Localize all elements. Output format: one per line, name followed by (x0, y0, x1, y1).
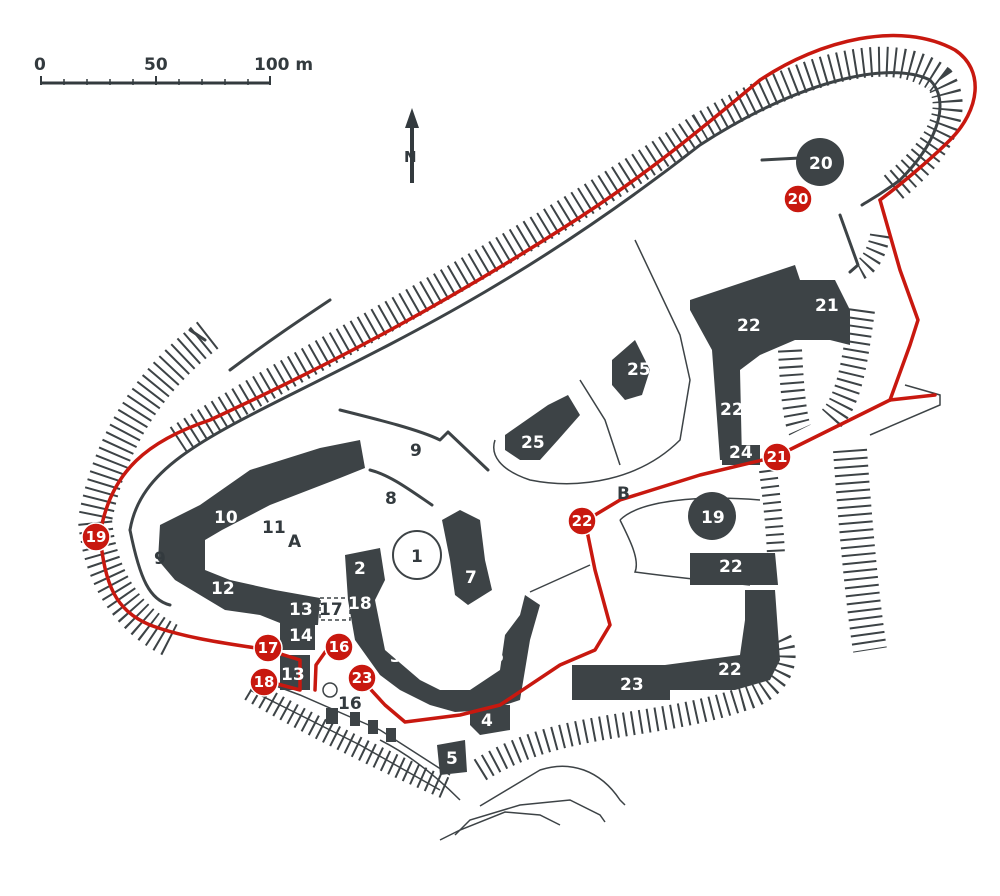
scale-label-0: 0 (34, 55, 46, 75)
outer-walls (128, 71, 942, 607)
route-stops: 16 17 18 19 20 21 22 23 (81, 184, 813, 697)
label-22-mid: 22 (719, 557, 743, 577)
north-arrow-icon: N (404, 108, 419, 183)
label-B: B (617, 484, 630, 504)
label-9-north: 9 (410, 441, 422, 461)
label-22-south: 22 (718, 660, 742, 680)
label-6: 6 (492, 647, 504, 667)
label-11: 11 (262, 518, 286, 538)
buildings (158, 138, 850, 775)
svg-text:20: 20 (788, 190, 809, 208)
label-24: 24 (729, 443, 753, 463)
label-18: 18 (348, 594, 372, 614)
label-22-north: 22 (737, 316, 761, 336)
slope-hatching-north (169, 46, 963, 453)
route-stop-16[interactable]: 16 (324, 632, 354, 662)
svg-text:18: 18 (254, 673, 275, 691)
label-12: 12 (211, 579, 235, 599)
label-25-west: 25 (521, 433, 545, 453)
route-stop-23[interactable]: 23 (347, 663, 377, 693)
label-9-west: 9 (154, 549, 166, 569)
label-2: 2 (354, 559, 366, 579)
pillar-1 (350, 712, 360, 726)
slope-hatching-south (244, 634, 796, 801)
svg-text:21: 21 (767, 448, 788, 466)
route-stop-22[interactable]: 22 (567, 506, 597, 536)
label-17: 17 (319, 600, 343, 620)
svg-text:22: 22 (572, 512, 593, 530)
label-23: 23 (620, 675, 644, 695)
label-22-north-lower: 22 (720, 400, 744, 420)
keep-tower (392, 530, 442, 580)
label-3: 3 (390, 647, 402, 667)
label-13-upper: 13 (289, 600, 313, 620)
well-16 (322, 682, 338, 698)
structure-17-outline (319, 597, 351, 621)
pillar-3 (386, 728, 396, 742)
svg-text:16: 16 (329, 638, 350, 656)
route-stop-20[interactable]: 20 (783, 184, 813, 214)
label-5: 5 (446, 749, 458, 769)
svg-text:23: 23 (352, 669, 373, 687)
courtyard-outlines (249, 239, 941, 841)
route-stop-21[interactable]: 21 (762, 442, 792, 472)
route-stop-18[interactable]: 18 (249, 667, 279, 697)
tour-route (98, 33, 977, 724)
label-13-lower: 13 (281, 665, 305, 685)
label-20: 20 (809, 154, 833, 174)
building-labels: 20 21 22 22 24 25 25 9 8 10 11 A B 9 1 2… (154, 154, 839, 769)
scale-label-50: 50 (144, 55, 168, 75)
label-25-east: 25 (627, 360, 651, 380)
label-8: 8 (385, 489, 397, 509)
svg-text:17: 17 (258, 639, 279, 657)
label-4: 4 (481, 711, 493, 731)
route-stop-17[interactable]: 17 (253, 633, 283, 663)
svg-text:19: 19 (86, 528, 107, 546)
label-A: A (288, 532, 302, 552)
slope-hatching-east (759, 233, 890, 653)
pillar-2 (368, 720, 378, 734)
route-stop-19[interactable]: 19 (81, 522, 111, 552)
label-21: 21 (815, 296, 839, 316)
label-1: 1 (411, 547, 423, 567)
label-7: 7 (465, 568, 477, 588)
pillar-0 (326, 708, 338, 724)
label-16: 16 (338, 694, 362, 714)
scale-label-100: 100 m (254, 55, 313, 75)
label-10: 10 (214, 508, 238, 528)
label-19: 19 (701, 508, 725, 528)
scale-bar: 0 50 100 m (34, 55, 313, 85)
label-14: 14 (289, 626, 313, 646)
north-label: N (404, 148, 417, 166)
